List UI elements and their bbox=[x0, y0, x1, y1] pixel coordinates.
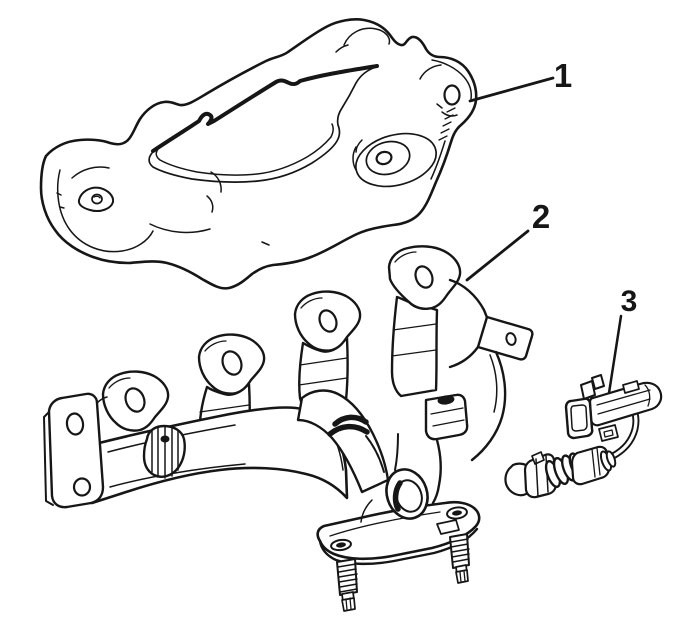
callout-1-label: 1 bbox=[554, 57, 572, 94]
heat-shield-outline bbox=[39, 18, 478, 290]
manifold-outlet-boss bbox=[385, 468, 429, 520]
exhaust-manifold-illustration bbox=[43, 245, 534, 612]
manifold-outlet-flange bbox=[316, 499, 481, 566]
manifold-stud-left bbox=[336, 558, 358, 612]
callout-1-leader bbox=[468, 76, 555, 103]
manifold-runner-4 bbox=[387, 245, 462, 398]
callout-2-leader bbox=[465, 229, 530, 282]
callout-2-label: 2 bbox=[532, 198, 550, 235]
heat-shield-tab-emboss bbox=[419, 59, 472, 180]
manifold-bracket bbox=[448, 278, 534, 462]
sensor-connector bbox=[564, 374, 663, 442]
callouts: 1 2 3 bbox=[465, 57, 638, 395]
heat-shield-top-blister bbox=[335, 27, 391, 53]
sensor-body bbox=[504, 445, 617, 499]
oxygen-sensor-illustration bbox=[504, 374, 663, 499]
manifold-stud-right bbox=[449, 533, 470, 584]
flange-tab bbox=[436, 519, 460, 535]
manifold-crossover-tube bbox=[296, 389, 390, 494]
heat-shield-illustration bbox=[39, 18, 478, 290]
manifold-ribbed-boss bbox=[142, 424, 186, 479]
manifold-runner-3 bbox=[293, 290, 362, 410]
callout-3-leader bbox=[607, 314, 623, 395]
heat-shield-center-emboss bbox=[352, 132, 437, 188]
manifold-collector bbox=[365, 433, 399, 473]
manifold-sensor-boss bbox=[424, 393, 469, 505]
heat-shield-raised-panel bbox=[148, 64, 379, 183]
heat-shield-left-emboss bbox=[56, 166, 270, 253]
manifold-runner-1 bbox=[101, 370, 170, 432]
manifold-left-flange bbox=[43, 392, 108, 509]
callout-3-label: 3 bbox=[621, 285, 638, 318]
